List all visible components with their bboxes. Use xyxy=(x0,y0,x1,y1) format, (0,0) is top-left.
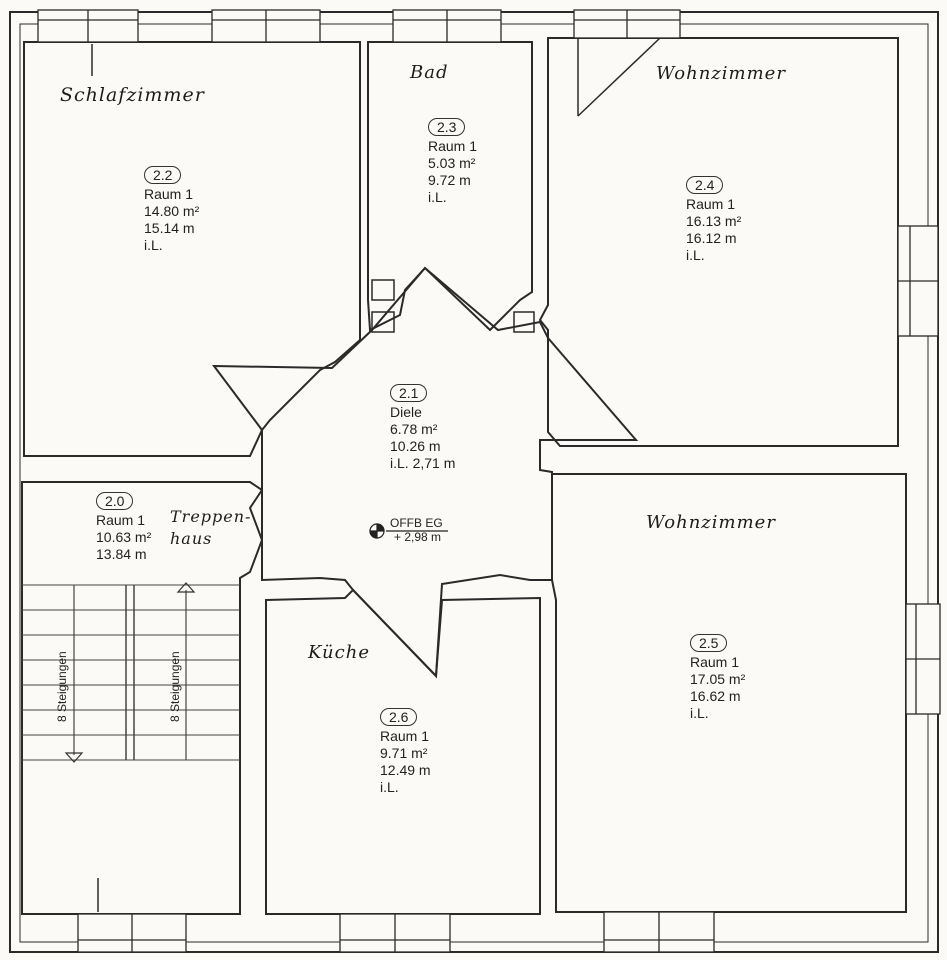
room-name: Diele xyxy=(390,404,422,420)
room-area: 9.71 m² xyxy=(380,745,428,761)
room-number: 2.6 xyxy=(380,708,418,726)
level-marker: OFFB EG + 2,98 m xyxy=(390,516,443,544)
handwritten-label-bad: Bad xyxy=(410,62,449,83)
handwritten-label-schlafzimmer: Schlafzimmer xyxy=(60,84,205,106)
room-name: Raum 1 xyxy=(686,196,736,212)
room-name: Raum 1 xyxy=(428,138,478,154)
room-area: 5.03 m² xyxy=(428,155,476,171)
room-note: i.L. xyxy=(428,189,447,205)
room-label-2-5: 2.5 Raum 1 17.05 m² 16.62 m i.L. xyxy=(690,634,745,722)
room-label-2-4: 2.4 Raum 1 16.13 m² 16.12 m i.L. xyxy=(686,176,741,264)
room-outline-wohnzimmer-bottom xyxy=(551,473,907,913)
room-outline-diele xyxy=(211,266,639,679)
room-number: 2.4 xyxy=(686,176,724,194)
room-perimeter: 9.72 m xyxy=(428,172,471,188)
room-note: i.L. xyxy=(690,705,709,721)
room-note: i.L. xyxy=(144,237,163,253)
room-number: 2.5 xyxy=(690,634,728,652)
handwritten-label-wohnzimmer-bottom: Wohnzimmer xyxy=(646,512,776,533)
stair-label-left: 8 Steigungen xyxy=(55,651,69,722)
room-number: 2.2 xyxy=(144,166,182,184)
room-area: 6.78 m² xyxy=(390,421,438,437)
room-outline-bad xyxy=(367,41,533,332)
room-area: 16.13 m² xyxy=(686,213,742,229)
level-marker-value: + 2,98 m xyxy=(394,530,442,544)
room-label-2-3: 2.3 Raum 1 5.03 m² 9.72 m i.L. xyxy=(428,118,477,206)
room-perimeter: 16.62 m xyxy=(690,688,741,704)
room-area: 14.80 m² xyxy=(144,203,200,219)
room-name: Raum 1 xyxy=(144,186,194,202)
room-label-2-6: 2.6 Raum 1 9.71 m² 12.49 m i.L. xyxy=(380,708,431,796)
room-perimeter: 10.26 m xyxy=(390,438,441,454)
stair-label-right: 8 Steigungen xyxy=(168,651,182,722)
room-perimeter: 12.49 m xyxy=(380,762,431,778)
room-outline-wohnzimmer-top xyxy=(538,37,899,447)
room-note: i.L. 2,71 m xyxy=(390,455,456,471)
room-number: 2.0 xyxy=(96,492,134,510)
handwritten-label-kueche: Küche xyxy=(308,642,370,663)
room-note: i.L. xyxy=(380,779,399,795)
room-name: Raum 1 xyxy=(690,654,740,670)
room-area: 10.63 m² xyxy=(96,529,152,545)
room-note: i.L. xyxy=(686,247,705,263)
room-area: 17.05 m² xyxy=(690,671,746,687)
room-perimeter: 16.12 m xyxy=(686,230,737,246)
room-label-2-1: 2.1 Diele 6.78 m² 10.26 m i.L. 2,71 m xyxy=(390,384,455,472)
room-perimeter: 15.14 m xyxy=(144,220,195,236)
level-marker-label: OFFB EG xyxy=(390,516,443,530)
room-label-2-2: 2.2 Raum 1 14.80 m² 15.14 m i.L. xyxy=(144,166,199,254)
room-number: 2.3 xyxy=(428,118,466,136)
handwritten-label-wohnzimmer-top: Wohnzimmer xyxy=(656,63,786,84)
room-outline-schlafzimmer xyxy=(23,41,361,457)
room-name: Raum 1 xyxy=(96,512,146,528)
handwritten-label-treppenhaus: Treppen-haus xyxy=(170,507,252,548)
room-name: Raum 1 xyxy=(380,728,430,744)
room-perimeter: 13.84 m xyxy=(96,546,147,562)
room-label-2-0: 2.0 Raum 1 10.63 m² 13.84 m xyxy=(96,492,151,563)
room-number: 2.1 xyxy=(390,384,428,402)
